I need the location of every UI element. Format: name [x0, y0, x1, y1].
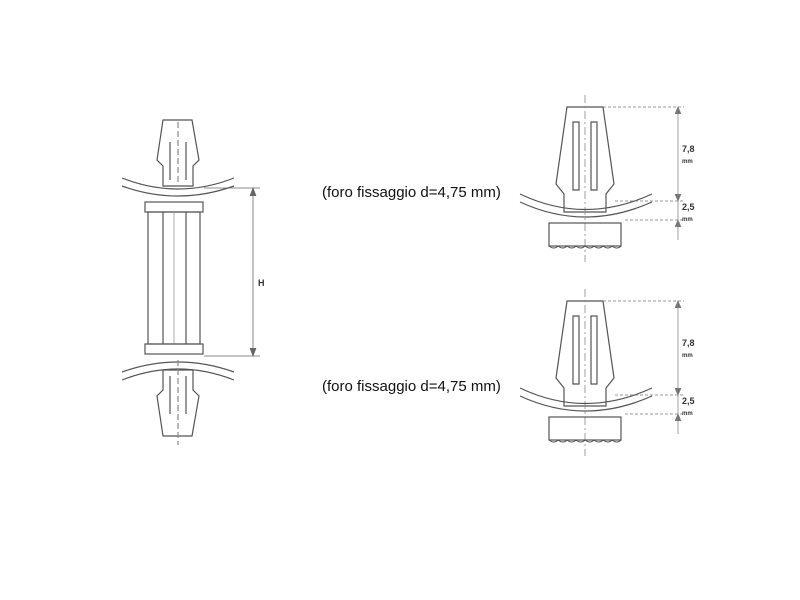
detail-top-panel	[519, 193, 653, 218]
spacer-body	[147, 211, 201, 345]
top-snap-tip	[156, 119, 200, 187]
top-panel-curve	[121, 177, 235, 197]
detail-bottom	[519, 289, 684, 456]
detail-bottom-upper-value: 7,8	[682, 338, 695, 348]
detail-bottom-lower-value: 2,5	[682, 396, 695, 406]
mounting-hole-note-top: (foro fissaggio d=4,75 mm)	[322, 184, 501, 201]
top-collar	[144, 201, 204, 213]
detail-top-upper-value: 7,8	[682, 144, 695, 154]
height-dimension	[204, 186, 260, 358]
detail-top-tip	[555, 95, 615, 262]
height-label: H	[258, 278, 265, 288]
detail-top	[519, 95, 684, 262]
detail-bottom-panel	[519, 387, 653, 412]
detail-top-lower-value: 2,5	[682, 202, 695, 212]
detail-top-dimensions	[603, 106, 684, 240]
detail-bottom-upper-unit: mm	[682, 353, 693, 359]
mounting-hole-note-bottom: (foro fissaggio d=4,75 mm)	[322, 378, 501, 395]
detail-bottom-lower-unit: mm	[682, 411, 693, 417]
detail-top-collar	[548, 222, 622, 249]
detail-top-lower-unit: mm	[682, 217, 693, 223]
detail-top-upper-unit: mm	[682, 159, 693, 165]
detail-bottom-dimensions	[603, 300, 684, 434]
bottom-snap-tip	[156, 360, 200, 445]
detail-bottom-collar	[548, 416, 622, 443]
spacer-side-view	[121, 119, 260, 445]
bottom-collar	[144, 343, 204, 355]
detail-bottom-tip	[555, 289, 615, 456]
